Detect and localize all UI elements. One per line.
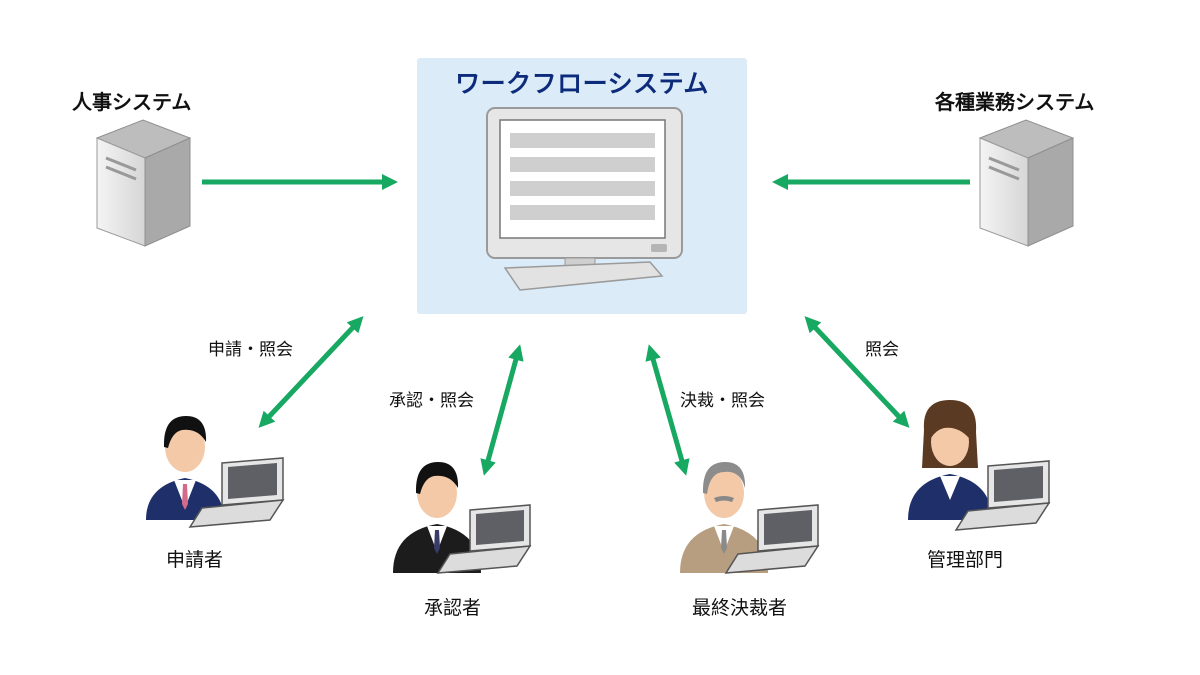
monitor-icon — [486, 107, 683, 291]
hr-system-label: 人事システム — [72, 90, 192, 114]
business-system-label: 各種業務システム — [935, 90, 1095, 114]
admin-edge-label: 照会 — [865, 340, 899, 360]
final-approver-edge-label: 決裁・照会 — [680, 391, 765, 411]
admin-laptop-icon — [954, 460, 1051, 531]
final-approver-arrow — [645, 344, 690, 476]
approver-laptop-icon — [436, 504, 532, 574]
approver-label: 承認者 — [424, 597, 482, 619]
applicant-label: 申請者 — [166, 549, 224, 571]
applicant-laptop-icon — [188, 457, 285, 528]
business-server-icon — [978, 119, 1075, 247]
final-approver-laptop-icon — [724, 504, 820, 574]
hr-server-icon — [95, 119, 192, 247]
approver-arrow — [480, 344, 524, 476]
final-approver-label: 最終決裁者 — [692, 597, 788, 619]
applicant-arrow — [258, 316, 364, 428]
approver-edge-label: 承認・照会 — [389, 391, 474, 411]
workflow-system-title: ワークフローシステム — [455, 69, 709, 98]
applicant-edge-label: 申請・照会 — [208, 340, 293, 360]
admin-person-icon — [908, 400, 992, 520]
admin-label: 管理部門 — [927, 549, 1004, 571]
admin-arrow — [804, 316, 910, 428]
applicant-person-icon — [146, 416, 224, 520]
